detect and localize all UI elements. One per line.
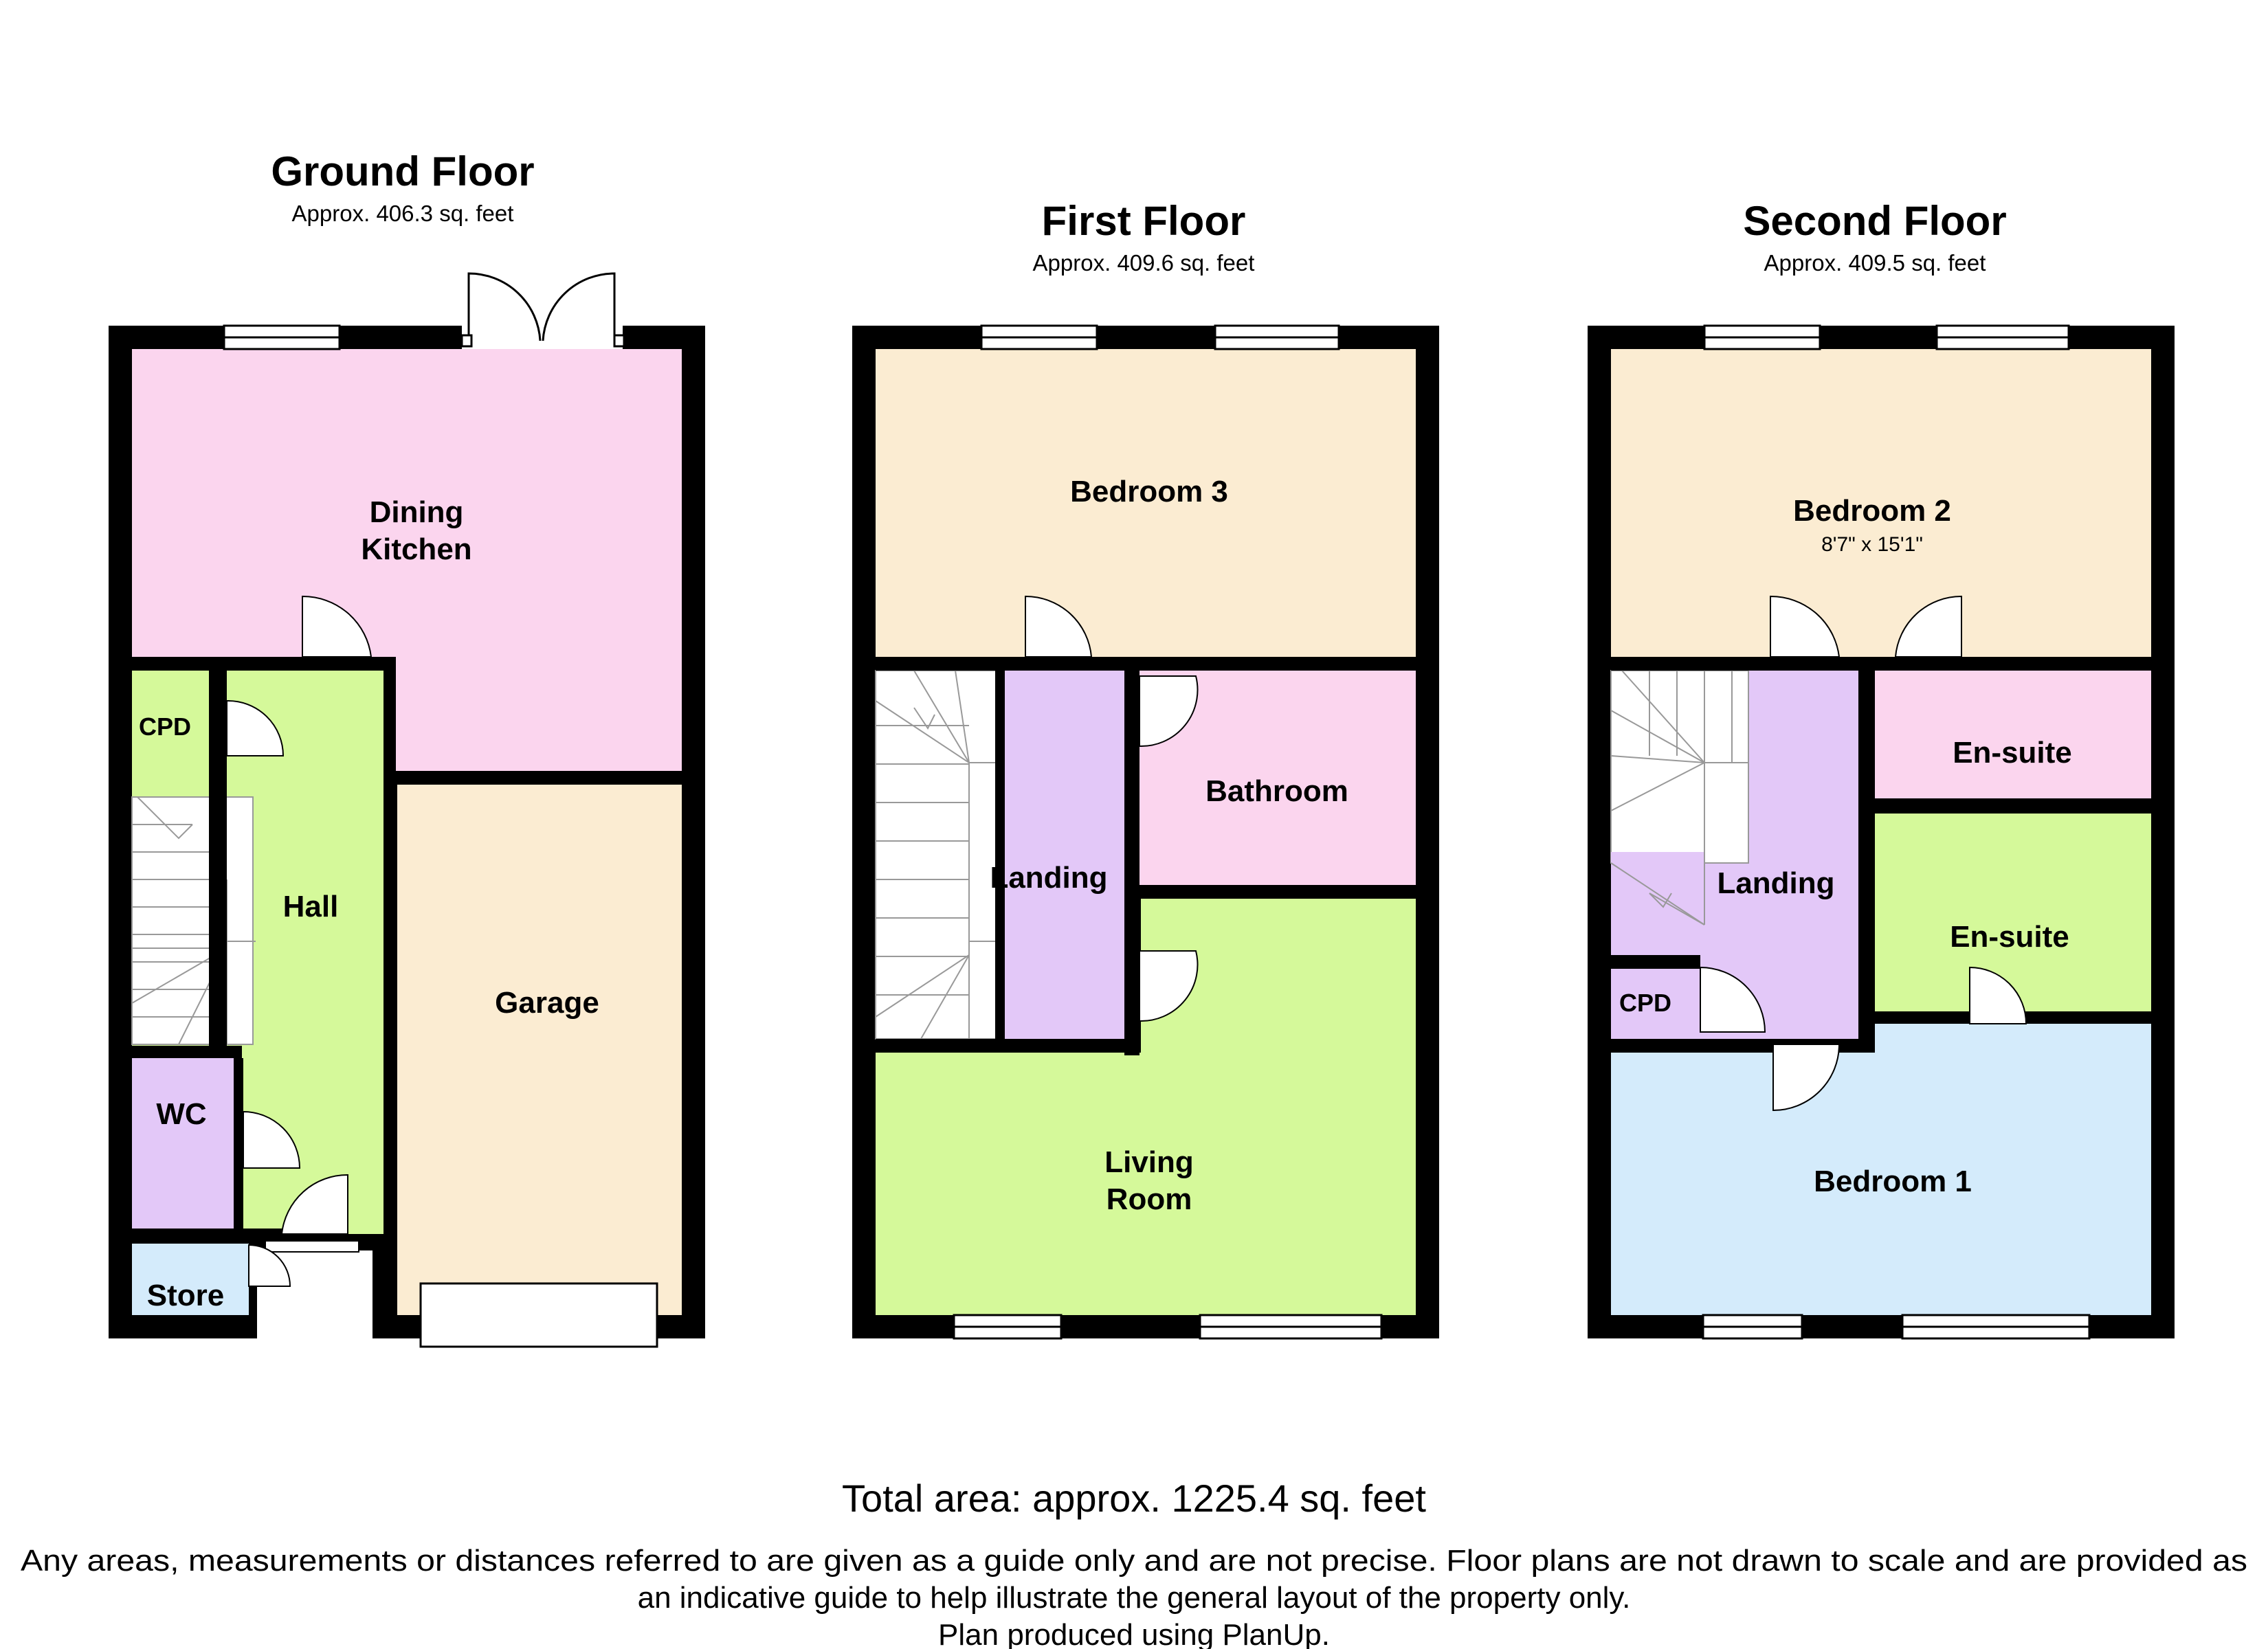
disclaimer-line-2: an indicative guide to help illustrate t… [638,1581,1631,1615]
label-garage: Garage [495,986,599,1020]
second-floor-area: Approx. 409.5 sq. feet [1764,250,1986,276]
second-doors [1700,595,2027,1112]
first-windows [953,324,1383,1340]
label-living-room-line1: Living [1104,1145,1194,1179]
first-stairs [875,670,997,1040]
label-dining-kitchen-line2: Kitchen [361,532,471,566]
footer: Total area: approx. 1225.4 sq. feet Any … [21,1477,2247,1649]
label-bedroom-1: Bedroom 1 [1814,1165,1972,1198]
ground-floor-plan: Ground Floor Approx. 406.3 sq. feet [109,148,705,1348]
second-floor-plan: Second Floor Approx. 409.5 sq. feet [1588,198,2175,1340]
en-suite-2-door-icon [1969,966,2027,1024]
label-bathroom: Bathroom [1205,774,1348,808]
ground-doors [226,595,373,1287]
ground-stairs [131,796,256,1045]
store-door-icon [248,1244,291,1287]
second-windows [1702,324,2091,1340]
label-dining-kitchen-line1: Dining [370,495,464,529]
kitchen-door-icon [302,595,373,658]
first-doors [1025,595,1199,1022]
label-bedroom-3: Bedroom 3 [1070,475,1228,508]
room-cpd-ground [132,671,209,760]
cpd-door-icon [226,699,285,756]
ground-windows [223,324,658,1348]
label-landing-second: Landing [1717,866,1834,900]
label-bedroom-2: Bedroom 2 [1793,494,1951,528]
disclaimer-line-3: Plan produced using PlanUp. [938,1618,1330,1649]
room-bedroom-1 [1611,1053,2151,1315]
label-wc: WC [156,1097,206,1131]
room-en-suite-2 [1875,814,2151,1011]
total-area: Total area: approx. 1225.4 sq. feet [842,1477,1426,1520]
room-bedroom-2 [1611,349,2151,657]
label-en-suite-1: En-suite [1953,736,2072,770]
room-garage [397,785,682,1315]
label-en-suite-2: En-suite [1950,920,2069,954]
label-hall: Hall [283,890,339,923]
second-floor-title: Second Floor [1743,198,2006,244]
second-room-labels: Bedroom 2 8'7" x 15'1" En-suite Landing … [1619,494,2072,1198]
label-cpd-second: CPD [1619,989,1671,1017]
label-living-room-line2: Room [1107,1182,1192,1216]
first-internal-walls [876,657,1416,1055]
bedroom-2-door-icon-a [1770,595,1841,658]
label-store: Store [147,1279,224,1312]
label-landing-first: Landing [990,861,1107,895]
room-living-room [876,1053,1416,1315]
room-wc [132,1058,234,1229]
room-cpd-second [1611,969,1700,1039]
bathroom-door-icon [1139,675,1199,748]
room-dining-kitchen [132,349,682,657]
room-en-suite-1 [1875,671,2151,798]
label-cpd-ground: CPD [139,713,191,741]
cpd-second-door-icon [1700,966,1766,1033]
first-room-labels: Bedroom 3 Landing Bathroom Living Room [990,475,1348,1216]
living-room-door-icon [1139,950,1199,1022]
wc-door-icon [243,1110,301,1169]
ground-internal-walls [132,657,682,1250]
first-floor-plan: First Floor Approx. 409.6 sq. feet [852,198,1439,1340]
ground-floor-area: Approx. 406.3 sq. feet [292,201,514,226]
ground-room-labels: Dining Kitchen CPD Hall Garage WC Store [139,495,599,1312]
en-suite-1-door-icon [1894,595,1962,658]
first-floor-title: First Floor [1042,198,1246,244]
label-bedroom-2-dimensions: 8'7" x 15'1" [1821,533,1923,556]
first-floor-area: Approx. 409.6 sq. feet [1033,250,1255,276]
patio-doors-icon [460,272,625,349]
bedroom-1-door-icon [1772,1044,1841,1112]
ground-floor-title: Ground Floor [271,148,534,194]
bedroom-3-door-icon [1025,595,1093,658]
front-door-icon [280,1174,348,1235]
room-bedroom-3 [876,349,1416,657]
disclaimer-line-1: Any areas, measurements or distances ref… [21,1544,2247,1578]
room-store [132,1244,249,1315]
